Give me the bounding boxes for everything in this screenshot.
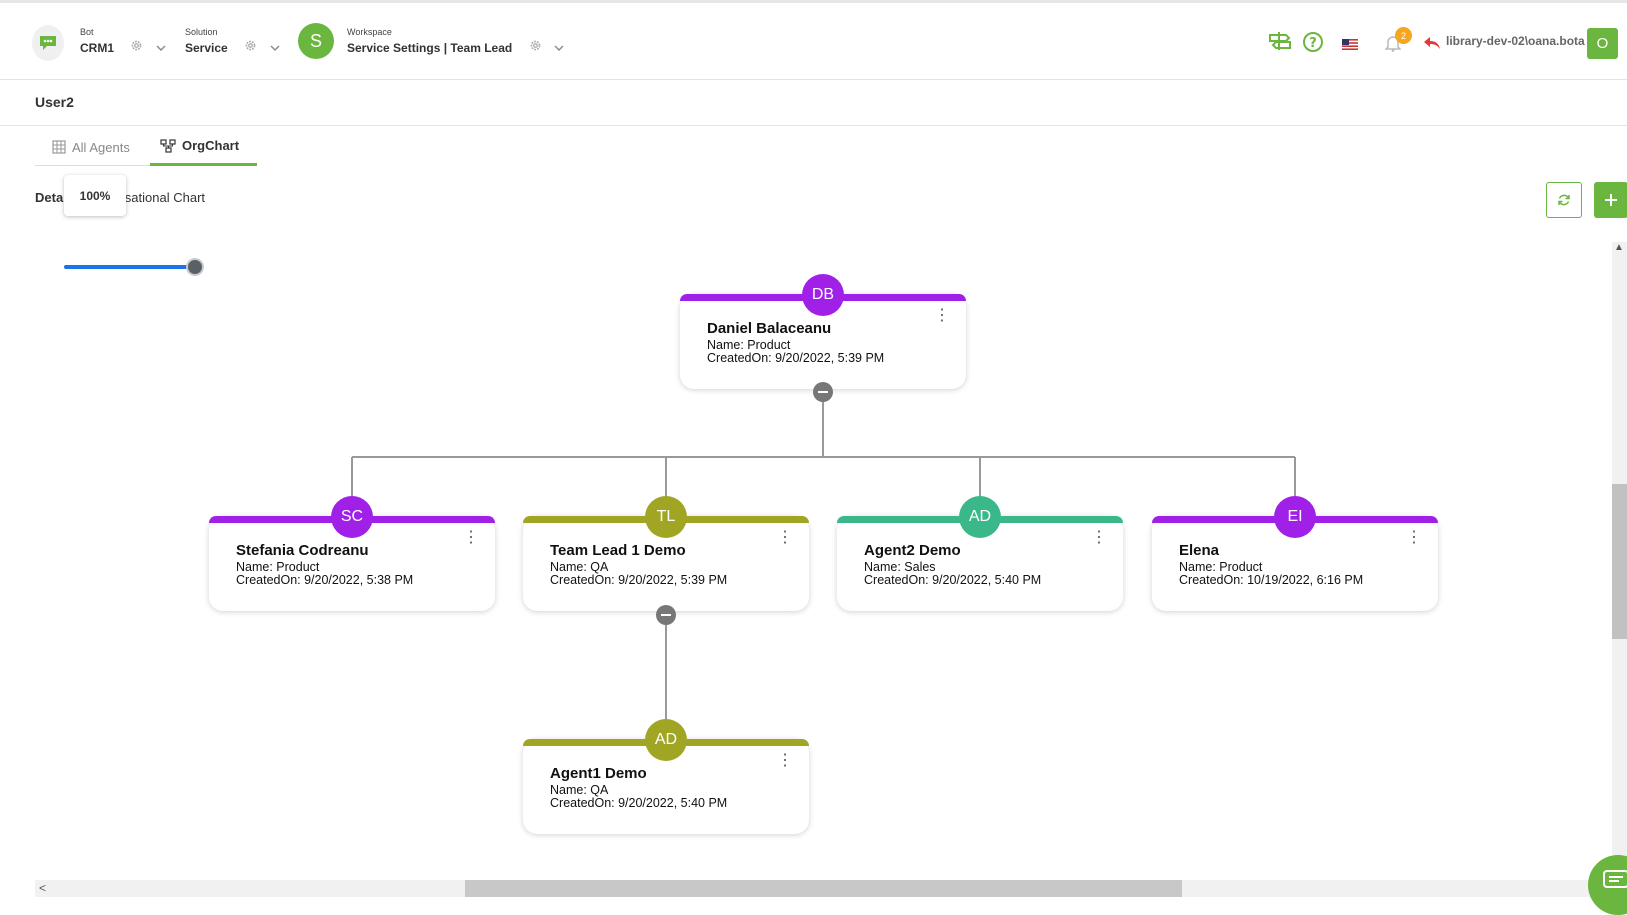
- top-border: [0, 0, 1627, 3]
- workspace-label: Workspace: [347, 27, 392, 37]
- more-options-icon[interactable]: ⋮: [1406, 529, 1422, 546]
- more-options-icon[interactable]: ⋮: [1091, 529, 1107, 546]
- horizontal-scrollbar[interactable]: <: [35, 880, 1612, 897]
- org-node-card[interactable]: AD ⋮ Agent1 Demo Name: QA CreatedOn: 9/2…: [523, 719, 809, 834]
- more-options-icon[interactable]: ⋮: [777, 529, 793, 546]
- user-path[interactable]: library-dev-02\oana.bota: [1446, 34, 1585, 48]
- gear-icon[interactable]: [244, 39, 257, 57]
- node-dept: Name: Product: [1179, 560, 1263, 574]
- chevron-down-icon[interactable]: [270, 39, 280, 57]
- horizontal-scroll-thumb[interactable]: [465, 880, 1182, 897]
- zoom-slider-track: [64, 265, 194, 269]
- more-options-icon[interactable]: ⋮: [463, 529, 479, 546]
- reply-icon[interactable]: [1423, 36, 1441, 55]
- zoom-slider-thumb[interactable]: [186, 258, 204, 276]
- refresh-button[interactable]: [1546, 182, 1582, 218]
- gear-icon[interactable]: [529, 39, 542, 57]
- node-avatar: AD: [959, 496, 1001, 538]
- collapse-node-button[interactable]: [813, 382, 833, 402]
- bot-selector[interactable]: Bot CRM1: [80, 27, 166, 57]
- org-node-card[interactable]: TL ⋮ Team Lead 1 Demo Name: QA CreatedOn…: [523, 496, 809, 611]
- node-dept: Name: Sales: [864, 560, 936, 574]
- org-node-card[interactable]: EI ⋮ Elena Name: Product CreatedOn: 10/1…: [1152, 496, 1438, 611]
- user-avatar[interactable]: O: [1587, 28, 1618, 59]
- node-created: CreatedOn: 9/20/2022, 5:40 PM: [550, 796, 728, 810]
- org-node-card[interactable]: SC ⋮ Stefania Codreanu Name: Product Cre…: [209, 496, 495, 611]
- solution-value: Service: [185, 41, 228, 56]
- app-header: Bot CRM1 Solution Service S Workspace Se…: [0, 3, 1627, 80]
- node-dept: Name: QA: [550, 560, 609, 574]
- tab-all-agents[interactable]: All Agents: [52, 128, 130, 166]
- help-icon[interactable]: ?: [1302, 31, 1324, 58]
- bot-value: CRM1: [80, 41, 115, 56]
- vertical-scroll-thumb[interactable]: [1612, 484, 1627, 639]
- signpost-icon[interactable]: [1266, 30, 1294, 57]
- details-bold: Detai: [35, 190, 67, 205]
- org-node-card[interactable]: DB ⋮ Daniel Balaceanu Name: Product Crea…: [680, 274, 966, 389]
- zoom-slider[interactable]: [64, 258, 204, 276]
- scroll-up-icon[interactable]: ▲: [1614, 242, 1624, 253]
- node-created: CreatedOn: 9/20/2022, 5:40 PM: [864, 573, 1042, 587]
- notification-badge: 2: [1395, 27, 1412, 44]
- workspace-avatar: S: [298, 23, 334, 59]
- bot-logo[interactable]: [32, 25, 64, 61]
- node-created: CreatedOn: 9/20/2022, 5:39 PM: [550, 573, 728, 587]
- tab-orgchart[interactable]: OrgChart: [150, 128, 257, 166]
- svg-text:?: ?: [1309, 36, 1317, 51]
- bot-label: Bot: [80, 27, 94, 37]
- org-node-card[interactable]: AD ⋮ Agent2 Demo Name: Sales CreatedOn: …: [837, 496, 1123, 611]
- node-created: CreatedOn: 9/20/2022, 5:39 PM: [707, 351, 885, 365]
- node-created: CreatedOn: 10/19/2022, 6:16 PM: [1179, 573, 1364, 587]
- node-name: Stefania Codreanu: [236, 542, 369, 559]
- tab-bar: All Agents OrgChart: [35, 128, 257, 166]
- zoom-tooltip: 100%: [64, 175, 126, 216]
- node-name: Team Lead 1 Demo: [550, 542, 686, 559]
- chevron-down-icon[interactable]: [554, 39, 564, 57]
- node-name: Agent1 Demo: [550, 765, 647, 782]
- orgchart-icon: [160, 138, 176, 153]
- solution-selector[interactable]: Solution Service: [185, 27, 280, 57]
- node-avatar: SC: [331, 496, 373, 538]
- refresh-icon: [1558, 194, 1570, 206]
- more-options-icon[interactable]: ⋮: [934, 307, 950, 324]
- plus-icon: [1605, 194, 1617, 206]
- more-options-icon[interactable]: ⋮: [777, 752, 793, 769]
- node-avatar: TL: [645, 496, 687, 538]
- divider: [0, 125, 1627, 126]
- details-heading: Detai sational Chart: [35, 190, 205, 205]
- node-name: Daniel Balaceanu: [707, 320, 832, 337]
- vertical-scrollbar[interactable]: ▲: [1612, 242, 1627, 872]
- node-name: Elena: [1179, 542, 1220, 559]
- add-button[interactable]: [1594, 182, 1627, 218]
- tab-orgchart-label: OrgChart: [182, 138, 240, 153]
- workspace-selector[interactable]: Workspace Service Settings | Team Lead: [347, 27, 564, 57]
- node-avatar: DB: [802, 274, 844, 316]
- node-dept: Name: Product: [236, 560, 320, 574]
- node-created: CreatedOn: 9/20/2022, 5:38 PM: [236, 573, 414, 587]
- details-rest: sational Chart: [124, 190, 206, 205]
- node-avatar: AD: [645, 719, 687, 761]
- node-avatar: EI: [1274, 496, 1316, 538]
- chevron-down-icon[interactable]: [156, 39, 166, 57]
- collapse-node-button[interactable]: [656, 605, 676, 625]
- us-flag-icon[interactable]: [1342, 37, 1358, 55]
- tab-all-agents-label: All Agents: [72, 139, 130, 155]
- chat-bot-icon: [40, 36, 56, 50]
- node-name: Agent2 Demo: [864, 542, 961, 559]
- grid-icon: [52, 140, 66, 154]
- gear-icon[interactable]: [130, 39, 143, 57]
- node-dept: Name: QA: [550, 783, 609, 797]
- page-title: User2: [35, 94, 74, 110]
- workspace-value: Service Settings | Team Lead: [347, 41, 513, 56]
- node-dept: Name: Product: [707, 338, 791, 352]
- chat-icon: [1603, 870, 1627, 888]
- solution-label: Solution: [185, 27, 218, 37]
- scroll-left-icon[interactable]: <: [39, 881, 47, 895]
